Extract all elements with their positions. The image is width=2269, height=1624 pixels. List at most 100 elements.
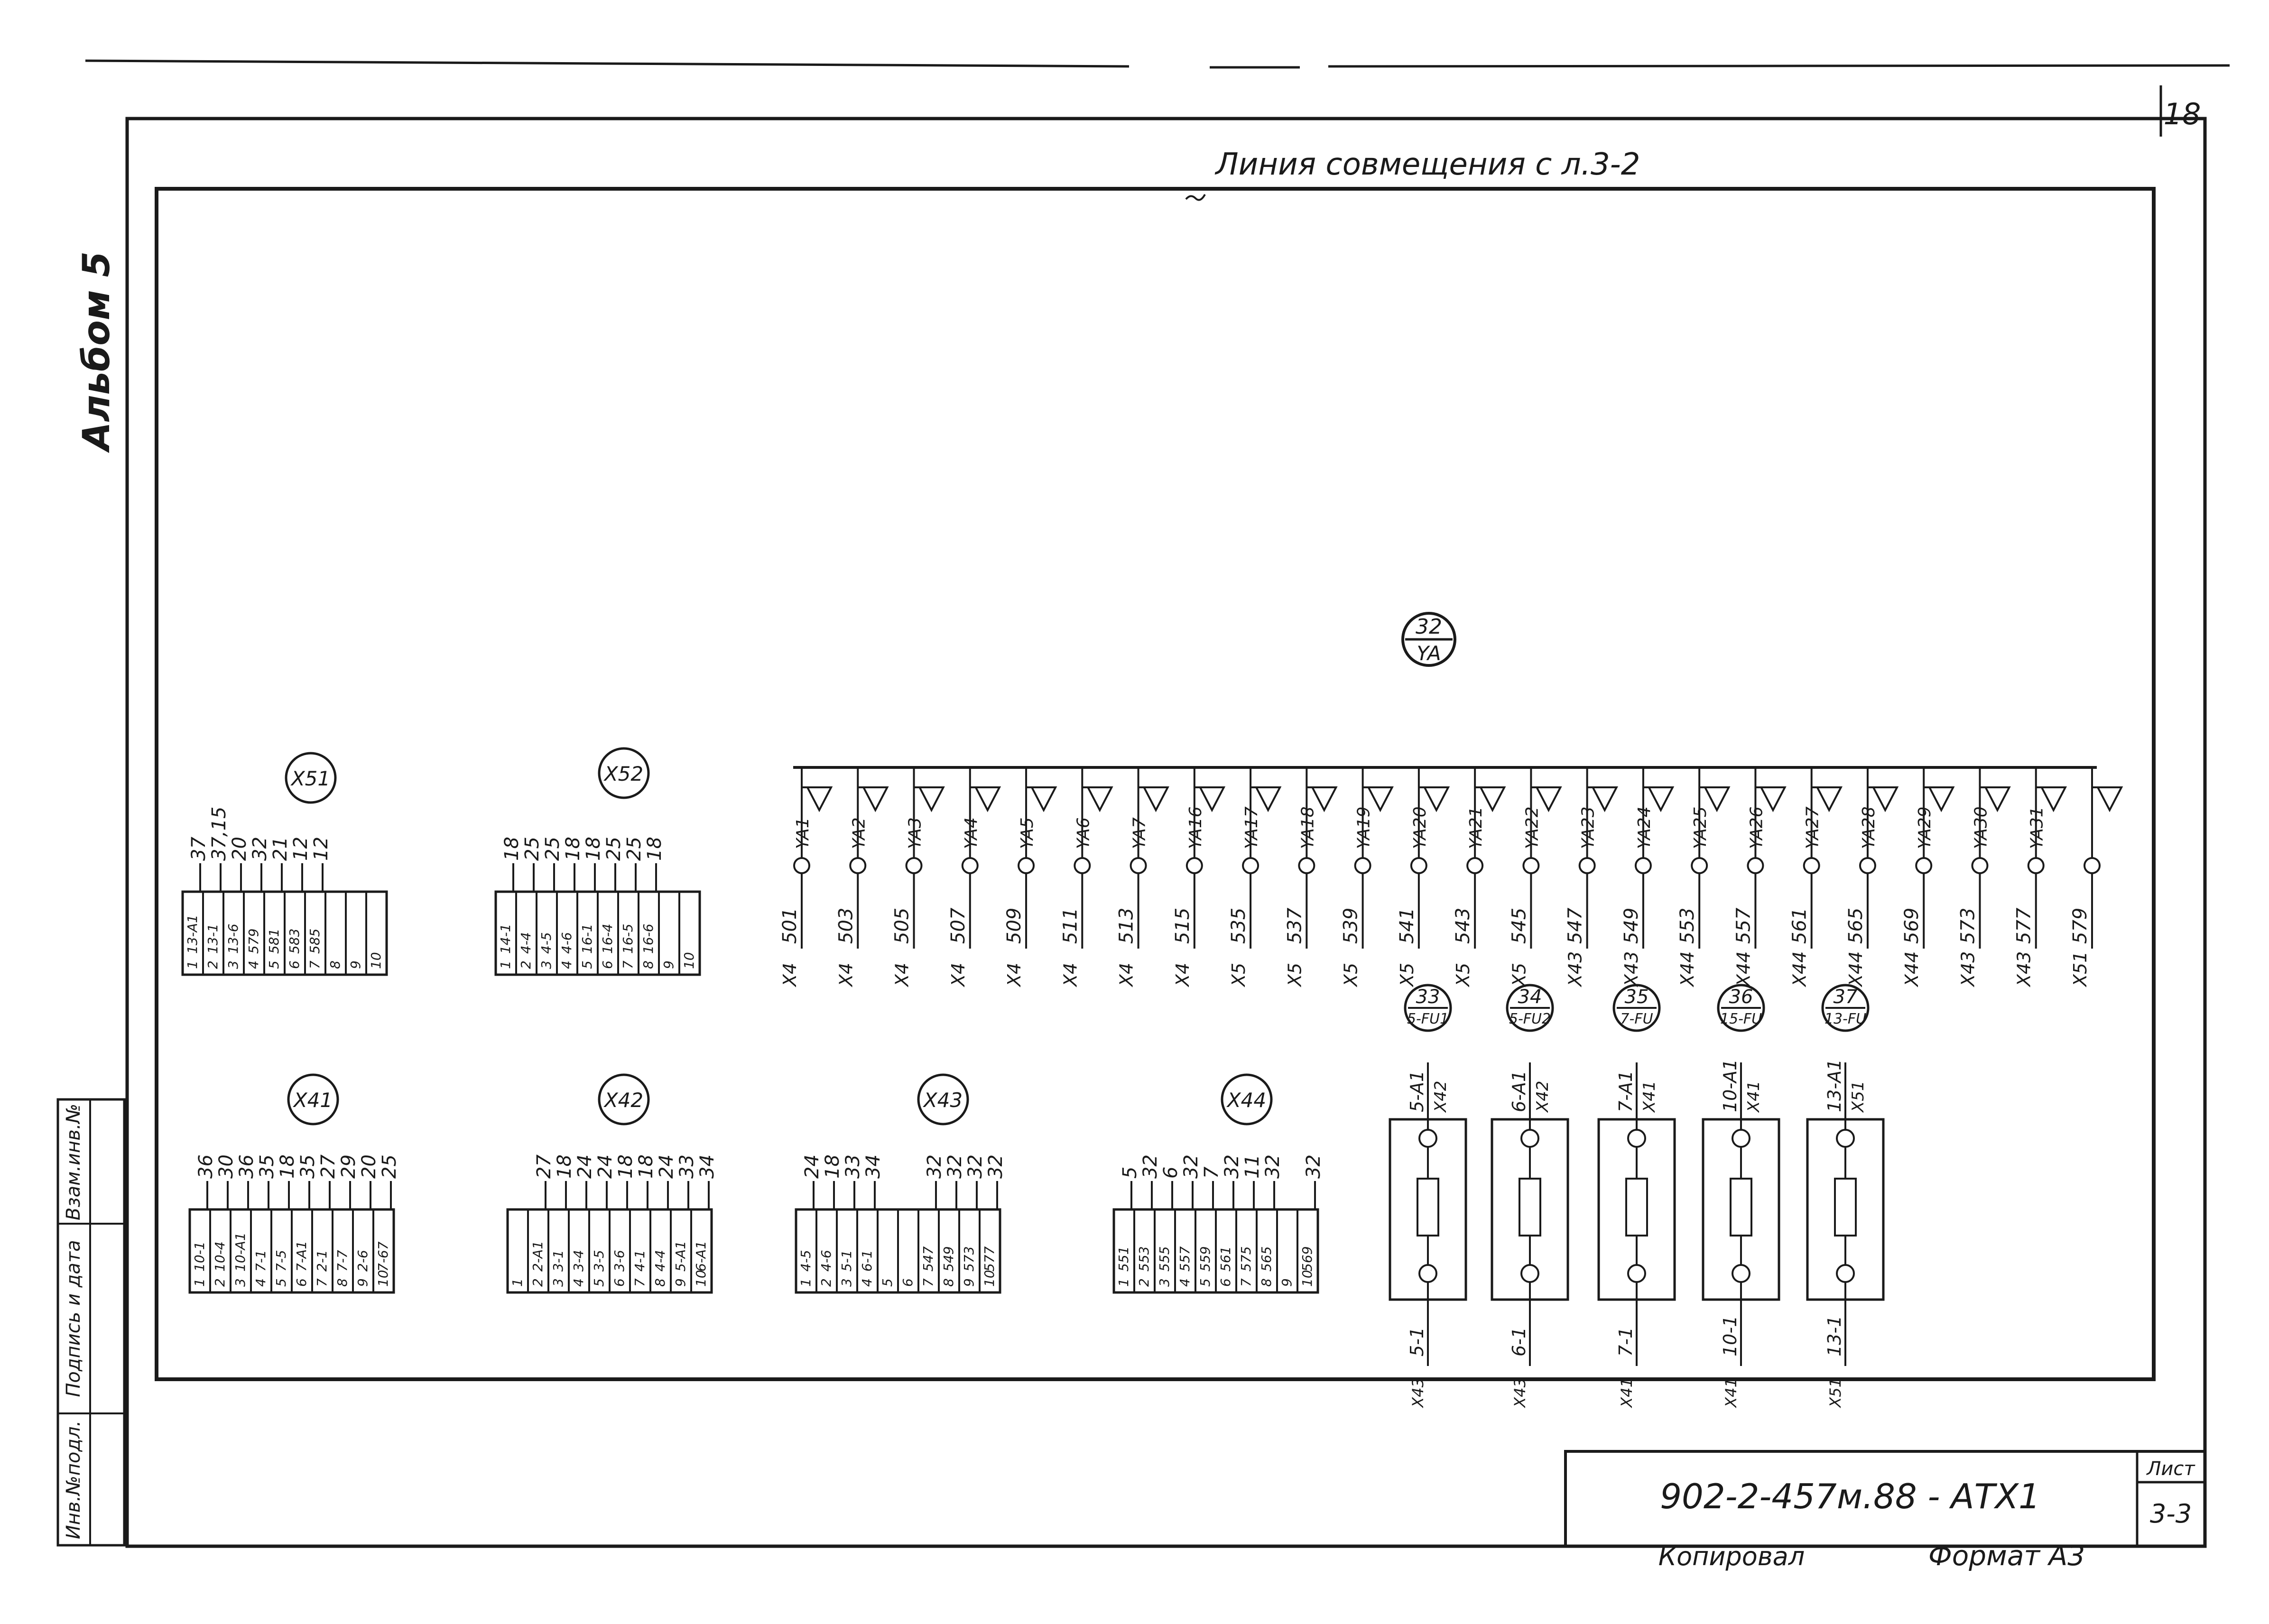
solenoid-symbol — [2040, 786, 2067, 812]
source-terminal: X44 — [1789, 951, 1810, 987]
source-terminal: X43 — [1957, 951, 1978, 987]
terminal-destination: 6 — [1160, 1167, 1182, 1179]
terminal-destination: 20 — [229, 837, 250, 861]
terminal-wire: 3-5 — [591, 1250, 607, 1272]
terminal-destination: 18 — [583, 837, 604, 861]
fuse-unit-label-circle — [1404, 984, 1452, 1032]
solenoid-symbol — [1760, 786, 1787, 812]
terminal-circle — [1298, 857, 1315, 874]
terminal-destination: 18 — [554, 1154, 575, 1179]
terminal-circle — [1732, 1129, 1750, 1148]
fuse-top-source: X41 — [1640, 1080, 1659, 1113]
album-label: Альбом 5 — [75, 251, 118, 453]
fuse-bottom-source: X41 — [1722, 1378, 1740, 1409]
wire-number: 561 — [1789, 908, 1811, 944]
terminal-destination: 35 — [256, 1154, 278, 1179]
terminal-index: 5 — [273, 1278, 289, 1287]
terminal-destination: 32 — [1139, 1154, 1161, 1179]
terminal-block-name: X41 — [293, 1089, 333, 1112]
terminal-destination: 11 — [1241, 1154, 1263, 1179]
terminal-circle — [1915, 857, 1933, 874]
valve-name: YA2 — [849, 817, 869, 849]
terminal-circle — [1578, 857, 1596, 874]
terminal-wire: 13-6 — [225, 923, 241, 954]
terminal-destination: 27 — [317, 1154, 339, 1179]
terminal-index: 3 — [550, 1278, 566, 1287]
valve-name: YA17 — [1242, 806, 1261, 849]
wire-number: 569 — [1901, 908, 1923, 944]
fuse-top-wire: 13-A1 — [1824, 1059, 1845, 1112]
valve-name: YA26 — [1747, 806, 1766, 849]
terminal-circle — [1130, 857, 1147, 874]
source-terminal: X4 — [1172, 963, 1193, 987]
wire-number: 573 — [1957, 908, 1979, 944]
terminal-destination: 32 — [964, 1154, 986, 1179]
terminal-wire: 579 — [246, 929, 261, 954]
terminal-destination: 24 — [594, 1154, 616, 1179]
terminal-wire: 4-6 — [818, 1250, 834, 1272]
terminal-wire: 551 — [1116, 1246, 1131, 1272]
fuse-top-source: X42 — [1533, 1080, 1552, 1113]
terminal-block-label-circle — [917, 1073, 969, 1126]
terminal-block-label-circle — [598, 1073, 650, 1126]
terminal-wire: 2-1 — [314, 1250, 330, 1272]
terminal-circle — [1859, 857, 1876, 874]
source-terminal: X4 — [1116, 963, 1137, 987]
terminal-index: 10 — [693, 1270, 709, 1287]
terminal-wire: 4-4 — [652, 1250, 668, 1272]
wire-number: 511 — [1059, 908, 1081, 944]
terminal-wire: 7-7 — [334, 1250, 350, 1272]
terminal-destination: 32 — [1221, 1154, 1243, 1179]
solenoid-symbol — [1703, 786, 1731, 812]
solenoid-symbol — [1030, 786, 1057, 812]
terminal-wire: 4-6 — [559, 932, 574, 954]
terminal-wire: 561 — [1218, 1246, 1233, 1272]
source-terminal: X43 — [2014, 951, 2035, 987]
valve-name: YA19 — [1354, 806, 1374, 849]
terminal-index: 10 — [375, 1270, 391, 1287]
source-terminal: X5 — [1228, 963, 1249, 987]
terminal-wire: 14-1 — [498, 923, 513, 954]
terminal-index: 9 — [961, 1278, 977, 1287]
terminal-circle — [905, 857, 923, 874]
fuse-unit-label-circle — [1612, 984, 1661, 1032]
terminal-wire: 575 — [1238, 1246, 1254, 1272]
terminal-circle — [961, 857, 979, 874]
terminal-index: 8 — [941, 1278, 956, 1287]
margin-field-label: Взам.инв.№ — [63, 1104, 84, 1220]
sheet-corner-number: 18 — [2164, 97, 2201, 131]
source-terminal: X5 — [1284, 963, 1305, 987]
terminal-destination: 33 — [842, 1154, 864, 1179]
terminal-index: 9 — [673, 1278, 688, 1287]
solenoid-symbol — [1984, 786, 2011, 812]
solenoid-symbol — [1535, 786, 1562, 812]
fuse-top-source: X51 — [1849, 1080, 1868, 1113]
terminal-index: 8 — [327, 960, 343, 969]
source-terminal: X44 — [1901, 951, 1922, 987]
terminal-destination: 18 — [822, 1154, 843, 1179]
terminal-destination: 32 — [944, 1154, 966, 1179]
terminal-destination: 25 — [623, 837, 645, 861]
wire-number: 503 — [835, 908, 857, 944]
terminal-index: 8 — [334, 1278, 350, 1287]
wire-number: 513 — [1116, 908, 1138, 944]
terminal-circle — [1520, 1129, 1539, 1148]
terminal-wire: 547 — [920, 1246, 936, 1272]
fuse-unit-code: 15-FU — [1720, 1011, 1762, 1027]
source-terminal: X4 — [1060, 963, 1081, 987]
fuse-unit-label-circle — [1717, 984, 1765, 1032]
terminal-circle — [1410, 857, 1427, 874]
valve-name: YA6 — [1074, 817, 1093, 849]
terminal-wire: 553 — [1136, 1246, 1152, 1272]
terminal-destination: 25 — [603, 837, 625, 861]
